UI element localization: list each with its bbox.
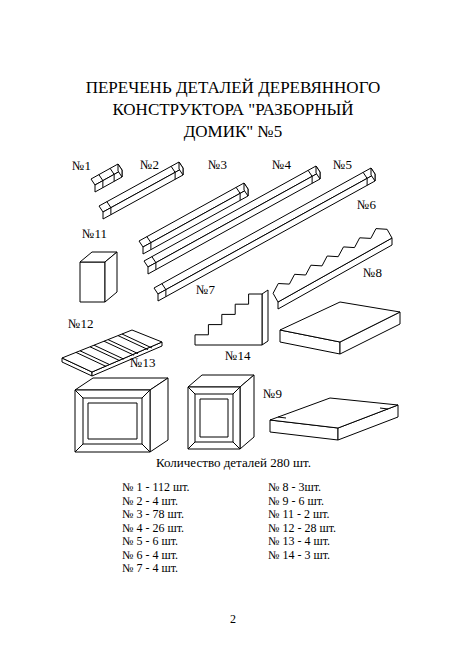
tenon-notch (107, 202, 111, 208)
quantity-item: № 14 - 3 шт. (268, 548, 330, 562)
tenon-notch (147, 237, 151, 243)
bar-end (316, 166, 320, 179)
slab-notch (380, 408, 388, 409)
page-title: ПЕРЕЧЕНЬ ДЕТАЛЕЙ ДЕРЕВЯННОГО КОНСТРУКТОР… (83, 77, 383, 143)
frame-bevel (142, 390, 150, 398)
callout-number: №13 (130, 355, 155, 370)
block-side (105, 252, 117, 302)
frame-side (240, 375, 254, 449)
caption: Количество деталей 280 шт. (156, 455, 311, 470)
quantity-item: № 2 - 4 шт. (122, 494, 178, 508)
plank-groove (80, 351, 110, 365)
rafter-top (273, 229, 392, 302)
frame-bevel (142, 444, 150, 452)
tenon-notch (110, 208, 111, 215)
frame-bevel (233, 442, 240, 449)
tenon-notch (308, 170, 312, 176)
quantity-item: № 12 - 28 шт. (268, 521, 336, 535)
rafter-front (278, 238, 392, 309)
quantity-item: № 6 - 4 шт. (122, 548, 178, 562)
tenon-notch (152, 257, 156, 263)
plank-groove (118, 336, 148, 350)
tenon-notch (363, 172, 367, 178)
tenon-notch (236, 187, 240, 193)
plank-top (62, 330, 162, 372)
frame-bevel (75, 444, 83, 452)
callout-number: №2 (140, 157, 159, 172)
slab-notch (278, 417, 286, 418)
plank-groove (76, 352, 106, 366)
frame-opening (195, 394, 233, 442)
frame-inner (200, 399, 228, 437)
tenon-notch (240, 193, 241, 200)
gable-side (262, 290, 268, 345)
frame-bevel (233, 387, 240, 394)
tenon-notch (110, 168, 114, 174)
frame-opening (83, 398, 142, 444)
bar-end (118, 164, 122, 177)
callout-number: №1 (72, 158, 91, 173)
tenon-notch (114, 174, 115, 181)
callout-number: №12 (68, 316, 93, 331)
plank-groove (122, 334, 152, 348)
frame-inner (88, 403, 137, 439)
plank-groove (94, 345, 124, 359)
quantity-item: № 3 - 78 шт. (122, 507, 184, 521)
callout-number: №6 (357, 197, 376, 212)
tenon-notch (367, 178, 368, 185)
slab-top (280, 302, 400, 342)
callout-number: №8 (363, 265, 382, 280)
tenon-notch (102, 181, 103, 188)
frame-bevel (188, 442, 195, 449)
quantity-item: № 1 - 112 шт. (122, 480, 190, 494)
tenon-notch (155, 263, 156, 270)
callout-number: №5 (333, 157, 352, 172)
quantity-item: № 7 - 4 шт. (122, 561, 178, 575)
frame-front (75, 390, 150, 452)
plank-groove (104, 341, 134, 355)
page-number: 2 (230, 612, 236, 626)
frame-side (150, 378, 168, 452)
gable-face (195, 294, 262, 345)
frame-bevel (75, 390, 83, 398)
bar-end (244, 183, 248, 196)
slab-top (270, 398, 398, 428)
bar-front (158, 174, 375, 301)
tenon-notch (150, 243, 151, 250)
quantity-item: № 4 - 26 шт. (122, 521, 184, 535)
tenon-notch (165, 290, 166, 297)
quantity-item: № 5 - 6 шт. (122, 534, 178, 548)
callout-number: №14 (225, 348, 250, 363)
bar-end (179, 162, 183, 175)
quantity-item: № 11 - 2 шт. (268, 507, 330, 521)
tenon-notch (312, 176, 313, 183)
tenon-notch (171, 166, 175, 172)
block-front (80, 262, 105, 302)
callout-number: №3 (208, 157, 227, 172)
frame-bevel (188, 387, 195, 394)
frame-front (188, 387, 240, 449)
quantity-item: № 9 - 6 шт. (268, 494, 324, 508)
bar-front (103, 168, 183, 219)
bar-top (154, 168, 375, 294)
tenon-notch (175, 172, 176, 179)
plank-groove (108, 340, 138, 354)
tenon-notch (99, 175, 103, 181)
callout-number: №9 (263, 386, 282, 401)
quantity-item: № 13 - 4 шт. (268, 534, 330, 548)
bar-front (95, 170, 122, 192)
callout-number: №4 (272, 157, 291, 172)
quantity-item: № 8 - 3шт. (268, 480, 321, 494)
bar-end (371, 168, 375, 181)
tenon-notch (162, 284, 166, 290)
callout-number: №7 (196, 282, 215, 297)
plank-groove (90, 347, 120, 361)
callout-number: №11 (82, 226, 107, 241)
